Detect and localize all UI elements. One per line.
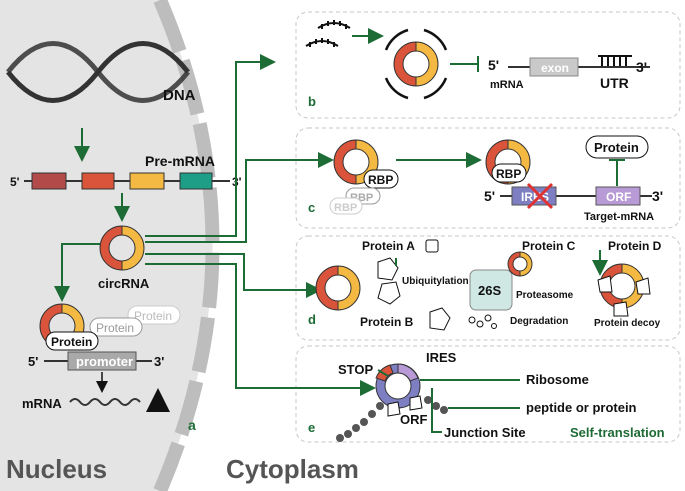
promoter-box bbox=[67, 351, 137, 371]
cytoplasm-label: Cytoplasm bbox=[226, 454, 359, 484]
protein-a-icon bbox=[425, 239, 439, 253]
exon-label: exon bbox=[541, 61, 569, 75]
panel-b-3prime: 3' bbox=[636, 59, 647, 75]
protein-c-label: Protein C bbox=[522, 239, 576, 253]
protein-b-label: Protein B bbox=[360, 315, 414, 329]
rbp2-pill bbox=[491, 163, 527, 183]
rbp1-label: RBP bbox=[368, 173, 393, 187]
ubiquitylation-label: Ubiquitylation bbox=[402, 276, 469, 287]
panel-a-letter: a bbox=[188, 417, 196, 433]
mrna-wave bbox=[69, 398, 141, 406]
rbp-faded2-label: RBP bbox=[334, 202, 357, 214]
protein-label: Protein bbox=[51, 335, 92, 349]
panel-d-letter: d bbox=[308, 312, 316, 327]
dna-label: DNA bbox=[163, 87, 196, 104]
nucleus-label: Nucleus bbox=[6, 454, 107, 484]
rbp2-label: RBP bbox=[496, 167, 521, 181]
panel-c-5prime: 5' bbox=[484, 188, 495, 204]
panel-c-3prime: 3' bbox=[652, 188, 663, 204]
panel-e-letter: e bbox=[308, 420, 315, 435]
panel-e-box bbox=[295, 345, 681, 443]
junction-pointer bbox=[431, 388, 442, 433]
protein-a-label: Protein A bbox=[362, 239, 415, 253]
panel-b-mrna: mRNA bbox=[490, 79, 524, 91]
protein-b-icon bbox=[429, 307, 451, 331]
proteasome-label: Proteasome bbox=[516, 290, 574, 301]
pre-mrna-label: Pre-mRNA bbox=[145, 153, 215, 169]
panel-b-5prime: 5' bbox=[488, 57, 499, 73]
pre-mrna bbox=[24, 172, 230, 190]
gene-3prime: 3' bbox=[154, 354, 164, 369]
pathway-connectors bbox=[54, 54, 376, 396]
circrna-panel-d3 bbox=[597, 263, 651, 317]
exon-box bbox=[529, 57, 579, 77]
panel-c-protein-pill bbox=[585, 135, 649, 159]
rbp1-pill bbox=[363, 169, 399, 189]
protein-faded2-label: Protein bbox=[96, 321, 134, 335]
self-translation-label: Self-translation bbox=[570, 425, 665, 440]
stop-pointer bbox=[377, 369, 389, 377]
utr-label: UTR bbox=[600, 75, 629, 91]
circrna-panel-d1 bbox=[315, 265, 361, 311]
dna-helix bbox=[6, 41, 190, 103]
circrna-panel-b bbox=[384, 28, 448, 100]
circrna-main bbox=[99, 225, 145, 271]
proteasome-shape bbox=[469, 269, 513, 311]
ribosome-shapes bbox=[387, 395, 423, 417]
protein-faded-pill bbox=[127, 305, 181, 325]
protein-decoy-label: Protein decoy bbox=[594, 318, 661, 329]
degradation-fragments bbox=[468, 314, 497, 329]
promoter-label: promoter bbox=[76, 354, 133, 369]
ribosome-label: Ribosome bbox=[526, 372, 589, 387]
protein-faded-label: Protein bbox=[134, 309, 172, 323]
degradation-label: Degradation bbox=[510, 316, 568, 327]
protein-a-shape bbox=[377, 257, 399, 281]
block-cross-icon bbox=[526, 182, 554, 210]
panel-c-box bbox=[295, 127, 681, 229]
rbp-faded2-pill bbox=[329, 197, 363, 215]
stop-label: STOP bbox=[338, 362, 373, 377]
peptide-label: peptide or protein bbox=[526, 400, 637, 415]
orf-label-e: ORF bbox=[400, 412, 428, 427]
panel-d-box bbox=[295, 235, 681, 341]
circrna-label: circRNA bbox=[98, 276, 150, 291]
mrna-label: mRNA bbox=[22, 396, 62, 411]
panel-c-protein-label: Protein bbox=[594, 140, 639, 155]
protein-b-shape bbox=[377, 281, 401, 305]
protein-d-label: Protein D bbox=[608, 239, 662, 253]
peptide-chain bbox=[336, 396, 448, 442]
orf-label-c: ORF bbox=[606, 190, 631, 204]
panel-b-letter: b bbox=[308, 94, 316, 109]
utr-binding bbox=[598, 55, 632, 66]
protein-pill bbox=[45, 331, 99, 351]
proteasome-26s: 26S bbox=[478, 283, 501, 298]
orf-box bbox=[595, 186, 641, 206]
panel-b-box bbox=[295, 11, 681, 119]
protein-faded2-pill bbox=[89, 317, 143, 337]
panel-c-letter: c bbox=[308, 200, 315, 215]
target-mrna-label: Target-mRNA bbox=[584, 211, 654, 223]
gene-5prime: 5' bbox=[28, 354, 38, 369]
pre-mrna-5prime: 5' bbox=[10, 175, 20, 189]
ires-label-e: IRES bbox=[426, 350, 457, 365]
junction-label: Junction Site bbox=[444, 425, 526, 440]
mirna-icons bbox=[305, 20, 351, 47]
circrna-panel-d2 bbox=[507, 251, 533, 277]
